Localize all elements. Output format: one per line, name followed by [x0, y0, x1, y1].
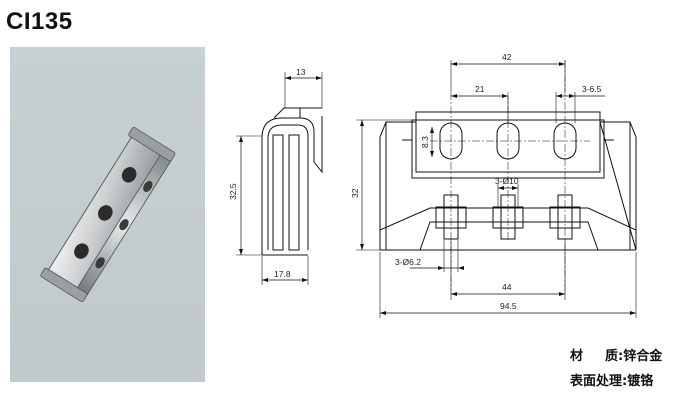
dim-side-height: 32.5: [228, 183, 238, 200]
dim-overall-length: 94.5: [500, 301, 517, 311]
dim-front-height: 32: [350, 188, 360, 198]
spec-material-label-b: 质:: [605, 349, 624, 364]
dim-side-top-width: 13: [296, 67, 306, 77]
part-number-title: CI135: [6, 8, 73, 35]
dim-hole-span: 42: [502, 52, 512, 62]
dim-mount-span: 44: [502, 282, 512, 292]
spec-finish-label: 表面处理:: [570, 374, 628, 389]
dim-half-span: 21: [475, 84, 485, 94]
dim-slot-height: 8.3: [420, 136, 430, 148]
dim-small-hole-callout: 3-Ø6.2: [395, 257, 421, 267]
hinge-photo-illustration: [40, 127, 176, 303]
front-view: [356, 60, 637, 318]
dimension-arrowheads: [239, 62, 636, 315]
spec-finish-value: 镀铬: [627, 374, 654, 389]
product-photo: [10, 47, 205, 382]
spec-material-label-a: 材: [570, 349, 584, 364]
spec-material-value: 锌合金: [623, 349, 663, 364]
spec-material: 材 质:锌合金: [570, 345, 662, 364]
dim-side-bottom-width: 17.8: [274, 269, 291, 279]
side-view: [236, 72, 323, 285]
dim-slot-callout: 3-6.5: [582, 84, 602, 94]
spec-finish: 表面处理:镀铬: [570, 370, 653, 389]
dim-boss-callout: 3-Ø10: [495, 176, 519, 186]
